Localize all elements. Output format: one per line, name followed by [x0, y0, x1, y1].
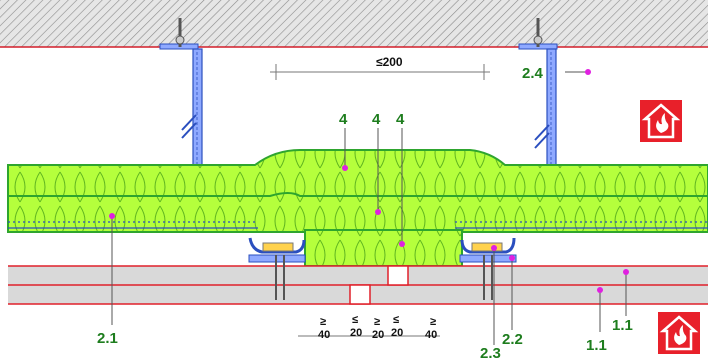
dim-b3-sym: ≥: [374, 316, 380, 328]
dim-b1-sym: ≥: [320, 316, 326, 328]
leader-dots: [109, 69, 629, 293]
label-1-1-b: 1.1: [612, 317, 633, 334]
label-2-2: 2.2: [502, 331, 523, 348]
fire-house-icon-top: [640, 100, 682, 142]
dim-b5-val: 40: [425, 329, 437, 341]
screws: [275, 255, 493, 300]
board-layers: [8, 265, 708, 305]
dim-b2-val: 20: [350, 327, 362, 339]
label-4c: 4: [396, 111, 405, 128]
fire-house-icon-bottom: [658, 312, 700, 354]
dim-b3-val: 20: [372, 329, 384, 341]
label-4a: 4: [339, 111, 348, 128]
dimension-bottom: ≥ 40 ≤ 20 ≥ 20 ≤ 20 ≥ 40: [298, 314, 440, 341]
label-1-1-a: 1.1: [586, 337, 607, 354]
dimension-top-label: ≤200: [376, 55, 403, 69]
dim-b1-val: 40: [318, 329, 330, 341]
channel-strips: [8, 221, 708, 229]
anchor-right: [518, 18, 558, 50]
insulation-upper: [7, 149, 708, 201]
leaders: [111, 71, 627, 345]
label-4b: 4: [372, 111, 381, 128]
dimension-top: ≤200: [270, 55, 490, 80]
insulation-lower: [7, 192, 708, 233]
label-2-3: 2.3: [480, 345, 501, 360]
dim-b4-val: 20: [391, 327, 403, 339]
dim-b4-sym: ≤: [393, 314, 399, 326]
dim-b5-sym: ≥: [430, 316, 436, 328]
anchor-left: [159, 18, 199, 50]
concrete-slab: [0, 0, 708, 48]
dim-b2-sym: ≤: [352, 314, 358, 326]
label-2-4: 2.4: [522, 65, 544, 82]
insulation-joint: [304, 229, 463, 267]
clip-right: [459, 237, 517, 263]
label-2-1: 2.1: [97, 330, 118, 347]
